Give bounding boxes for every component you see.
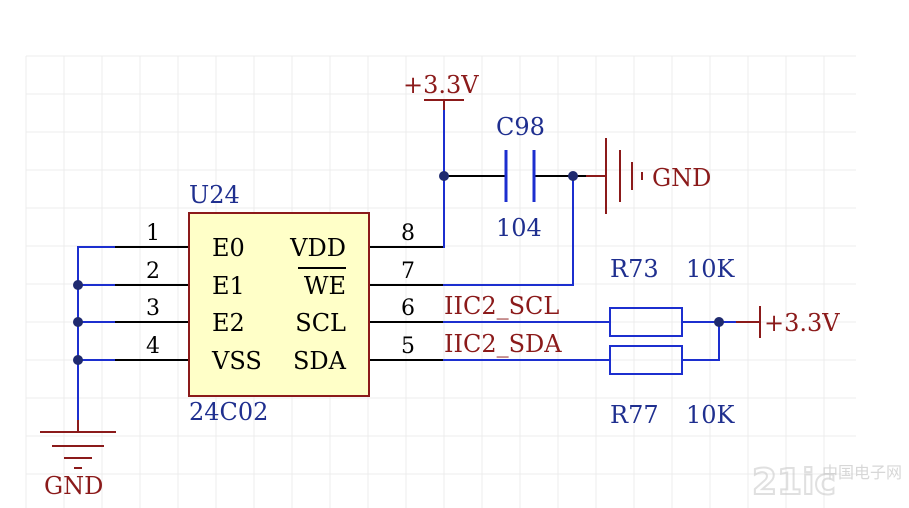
- r73-ref-label: R73: [610, 255, 659, 283]
- pin-name: VSS: [211, 347, 262, 375]
- pin-name: WE: [304, 272, 346, 300]
- cap-ref-label: C98: [496, 113, 545, 141]
- net-label-scl: IIC2_SCL: [444, 292, 559, 320]
- junction-dot: [73, 280, 83, 290]
- pin-name: E1: [212, 272, 245, 300]
- pin-number: 2: [146, 259, 160, 284]
- chip-ref-label: U24: [189, 181, 240, 209]
- watermark-chinese: 中国电子网: [822, 463, 902, 482]
- pin-name: E2: [212, 309, 245, 337]
- pin-name: E0: [212, 234, 245, 262]
- resistor-r77: [609, 345, 683, 375]
- watermark-brand: 21ic: [752, 462, 836, 503]
- ground-label-left: GND: [44, 472, 103, 500]
- net-label-sda: IIC2_SDA: [444, 330, 562, 358]
- ground-label-right: GND: [652, 164, 711, 192]
- pin-number: 5: [401, 334, 415, 359]
- pin-number: 1: [146, 221, 160, 246]
- cap-value-label: 104: [496, 214, 542, 242]
- power-symbol-top: [424, 99, 464, 110]
- pin-number: 8: [401, 221, 415, 246]
- power-symbol-right: [736, 306, 761, 338]
- ground-symbol-right: [586, 138, 643, 214]
- junction-dot: [714, 317, 724, 327]
- pin-name: SDA: [293, 347, 347, 375]
- junction-dot: [73, 355, 83, 365]
- watermark-21ic-logo: 21ic 中国电子网: [751, 461, 902, 504]
- power-label-top: +3.3V: [403, 71, 479, 99]
- ground-symbol-left: [40, 420, 116, 469]
- resistor-r73: [609, 307, 683, 337]
- junctions: [73, 171, 724, 365]
- capacitor-c98: [504, 150, 536, 202]
- pin-name: SCL: [295, 309, 346, 337]
- r77-value-label: 10K: [686, 401, 736, 429]
- power-label-right: +3.3V: [764, 309, 840, 337]
- chip-u24-body: [188, 212, 370, 397]
- r73-value-label: 10K: [686, 255, 736, 283]
- pin-number: 7: [401, 259, 415, 284]
- junction-dot: [568, 171, 578, 181]
- chip-part-label: 24C02: [189, 398, 268, 426]
- junction-dot: [73, 317, 83, 327]
- pin-name: VDD: [289, 234, 346, 262]
- r77-ref-label: R77: [610, 401, 659, 429]
- pin-number: 6: [401, 296, 415, 321]
- pin-number: 3: [146, 296, 160, 321]
- pin-number: 4: [146, 334, 160, 359]
- junction-dot: [439, 171, 449, 181]
